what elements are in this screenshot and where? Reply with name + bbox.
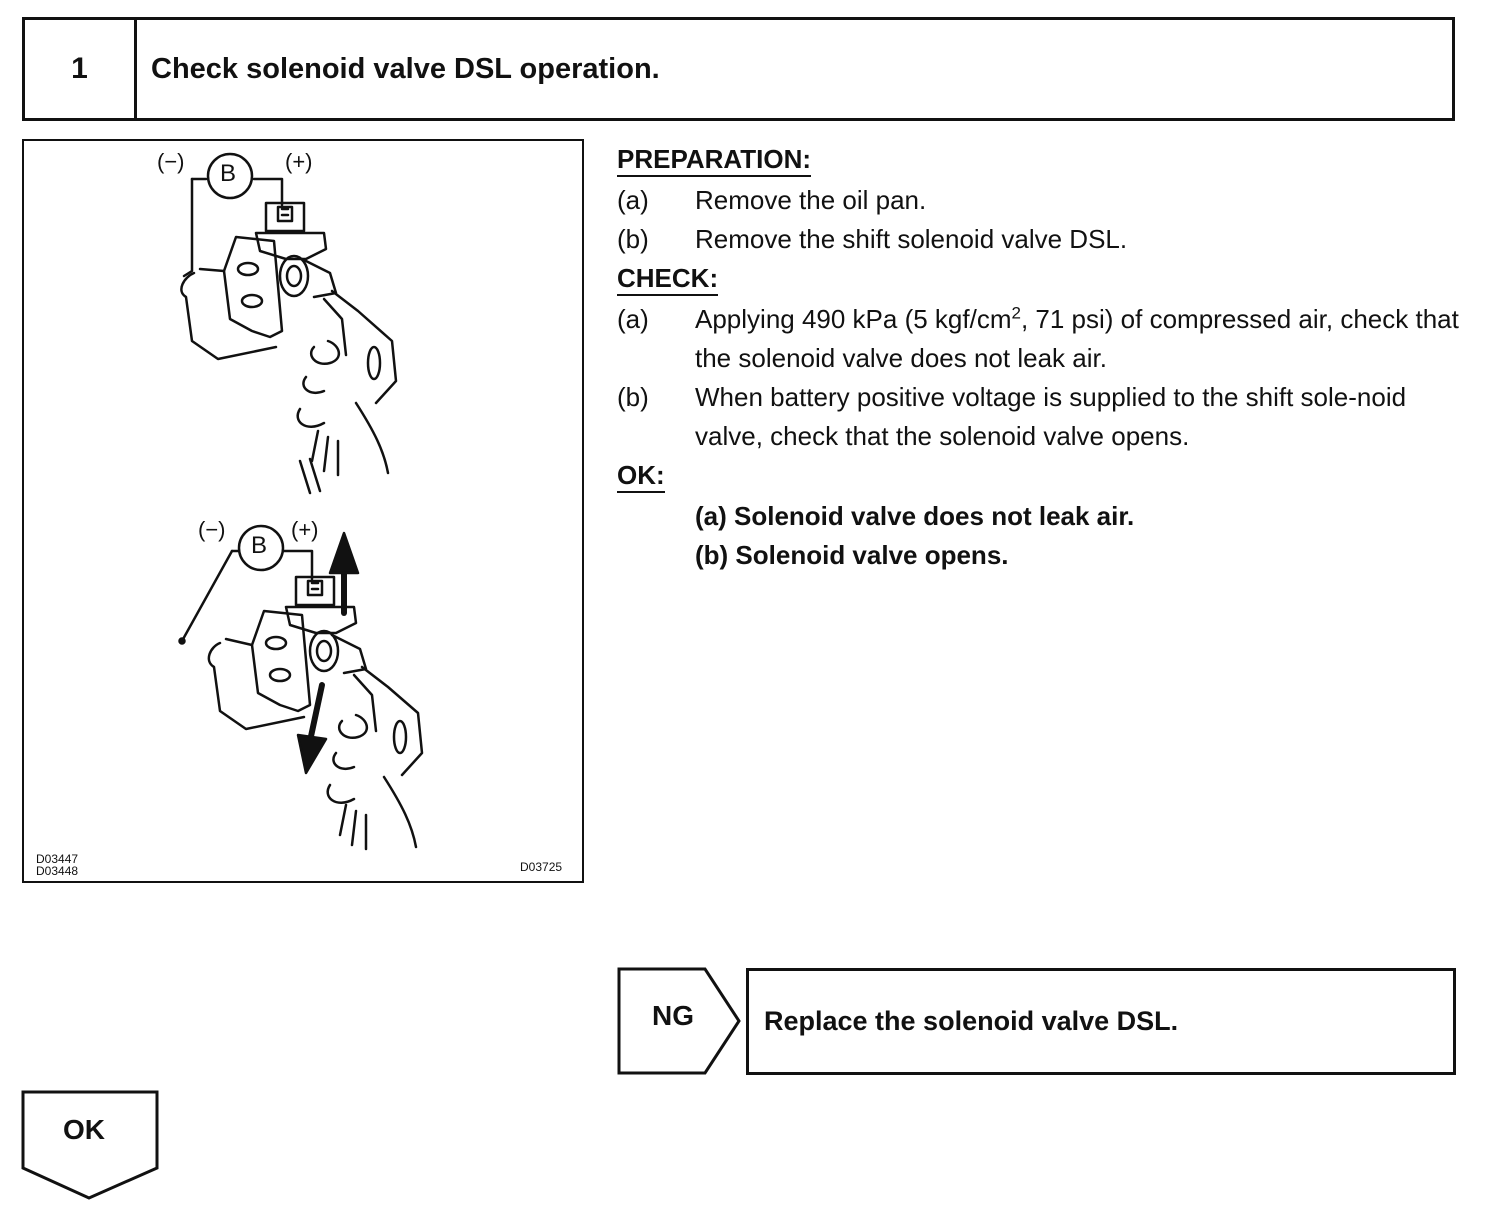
text-before-sup: Applying 490 kPa (5 kgf/cm	[695, 304, 1012, 334]
bottom-plus-label: (+)	[291, 517, 319, 542]
step-title: Check solenoid valve DSL operation.	[151, 52, 660, 85]
figure-id-1: D03447	[36, 852, 79, 866]
item-text: When battery positive voltage is supplie…	[695, 382, 1407, 451]
item-label: (a)	[617, 304, 649, 334]
item-label: (b)	[617, 382, 649, 412]
preparation-item: (b) Remove the shift solenoid valve DSL.	[617, 220, 1467, 259]
ok-criterion: (a) Solenoid valve does not leak air.	[695, 501, 1135, 531]
check-item-b: (b) When battery positive voltage is sup…	[617, 378, 1467, 456]
instruction-text: PREPARATION: (a) Remove the oil pan. (b)…	[617, 140, 1467, 575]
superscript: 2	[1011, 303, 1021, 323]
step-header: 1 Check solenoid valve DSL operation.	[22, 17, 1455, 121]
top-meter-label: B	[220, 160, 237, 187]
item-text: Remove the oil pan.	[695, 185, 927, 215]
ok-criterion: (b) Solenoid valve opens.	[695, 540, 1009, 570]
ng-label: NG	[652, 1000, 694, 1031]
check-item-a: (a) Applying 490 kPa (5 kgf/cm2, 71 psi)…	[617, 300, 1467, 378]
figure-id-2: D03448	[36, 864, 79, 878]
top-plus-label: (+)	[285, 149, 313, 174]
item-label: (a)	[617, 185, 649, 215]
check-heading: CHECK:	[617, 263, 719, 296]
illustration-figure: (−) B (+) (−) B (+) D03447 D03448 D03725	[22, 139, 584, 883]
bottom-minus-label: (−)	[198, 517, 226, 542]
meter-circle-bottom	[237, 524, 285, 572]
text-after-sup: , 71 psi) of compressed air, check that …	[695, 304, 1459, 373]
item-text: Remove the shift solenoid valve DSL.	[695, 224, 1128, 254]
top-diagram	[180, 152, 398, 495]
ng-action-text: Replace the solenoid valve DSL.	[764, 1006, 1179, 1036]
solenoid-test-diagram	[178, 152, 424, 851]
ok-arrow-shape	[21, 1090, 159, 1200]
meter-circle-top	[206, 152, 254, 200]
bottom-diagram	[178, 524, 424, 851]
figure-id-3: D03725	[520, 860, 563, 874]
item-label: (b)	[617, 224, 649, 254]
item-text: Applying 490 kPa (5 kgf/cm2, 71 psi) of …	[695, 300, 1467, 378]
ng-arrow-shape	[617, 967, 741, 1075]
ok-heading: OK:	[617, 460, 665, 493]
ng-action-box: Replace the solenoid valve DSL.	[746, 968, 1456, 1075]
top-minus-label: (−)	[157, 149, 185, 174]
ok-criteria-list: (a) Solenoid valve does not leak air. (b…	[617, 497, 1467, 575]
preparation-item: (a) Remove the oil pan.	[617, 181, 1467, 220]
preparation-heading: PREPARATION:	[617, 144, 812, 177]
step-number: 1	[25, 20, 137, 118]
ok-label: OK	[63, 1114, 105, 1145]
bottom-meter-label: B	[251, 532, 268, 559]
